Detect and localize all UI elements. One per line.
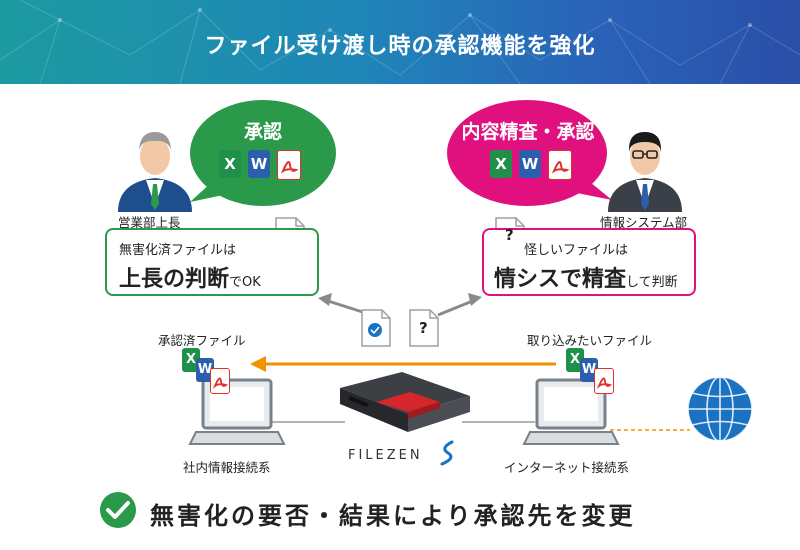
summary-text: 無害化の要否・結果により承認先を変更	[150, 502, 636, 530]
it-role-label: 情報システム部	[600, 215, 688, 230]
pdf-file-icon	[210, 368, 230, 394]
pdf-file-icon	[548, 150, 572, 180]
pdf-file-icon	[277, 150, 301, 180]
manager-box-caption: 無害化済ファイルは	[119, 243, 237, 258]
internet-network-label: インターネット接続系	[504, 460, 630, 475]
approved-files-label: 承認済ファイル	[158, 333, 246, 348]
it-box-caption: 怪しいファイルは	[524, 243, 629, 258]
manager-role-label: 営業部上長	[118, 215, 181, 230]
right-bubble-title: 内容精査・承認	[461, 121, 595, 143]
excel-file-icon: X	[182, 348, 200, 372]
header-title: ファイル受け渡し時の承認機能を強化	[204, 34, 596, 59]
excel-file-icon: X	[490, 150, 512, 178]
it-staff-person-icon	[608, 132, 682, 212]
manager-box-emphasis: 上長の判断でOK	[119, 267, 261, 292]
filezen-appliance-icon	[340, 372, 470, 432]
filezen-logo-swoosh	[440, 440, 454, 466]
word-file-icon: W	[580, 358, 598, 382]
approval-routing-arrows	[318, 293, 482, 317]
it-box-emphasis: 情シスで精査して判断	[494, 267, 678, 292]
internet-laptop-icon	[522, 378, 620, 445]
check-circle-icon	[100, 492, 136, 528]
left-bubble-title: 承認	[243, 121, 282, 143]
filezen-logo: FILEZEN	[348, 448, 423, 463]
word-file-icon: W	[196, 358, 214, 382]
word-file-icon: W	[519, 150, 541, 178]
pdf-file-icon	[594, 368, 614, 394]
question-mark-icon: ?	[505, 226, 514, 244]
manager-approval-box: 無害化済ファイルは 上長の判断でOK	[105, 228, 319, 296]
excel-file-icon: X	[219, 150, 241, 178]
center-sanitized-document-icon	[361, 309, 391, 347]
internal-laptop-icon	[188, 378, 286, 445]
internet-globe-icon	[687, 376, 753, 442]
word-file-icon: W	[248, 150, 270, 178]
excel-file-icon: X	[566, 348, 584, 372]
network-pattern	[0, 0, 800, 84]
header-banner: ファイル受け渡し時の承認機能を強化	[0, 0, 800, 84]
it-review-box: 怪しいファイルは 情シスで精査して判断	[482, 228, 696, 296]
center-suspicious-document-icon	[409, 309, 439, 347]
import-files-label: 取り込みたいファイル	[527, 333, 653, 348]
question-mark-icon: ?	[419, 319, 428, 337]
file-transfer-arrow	[250, 356, 556, 372]
internal-network-label: 社内情報接続系	[183, 460, 271, 475]
manager-person-icon	[118, 132, 192, 212]
